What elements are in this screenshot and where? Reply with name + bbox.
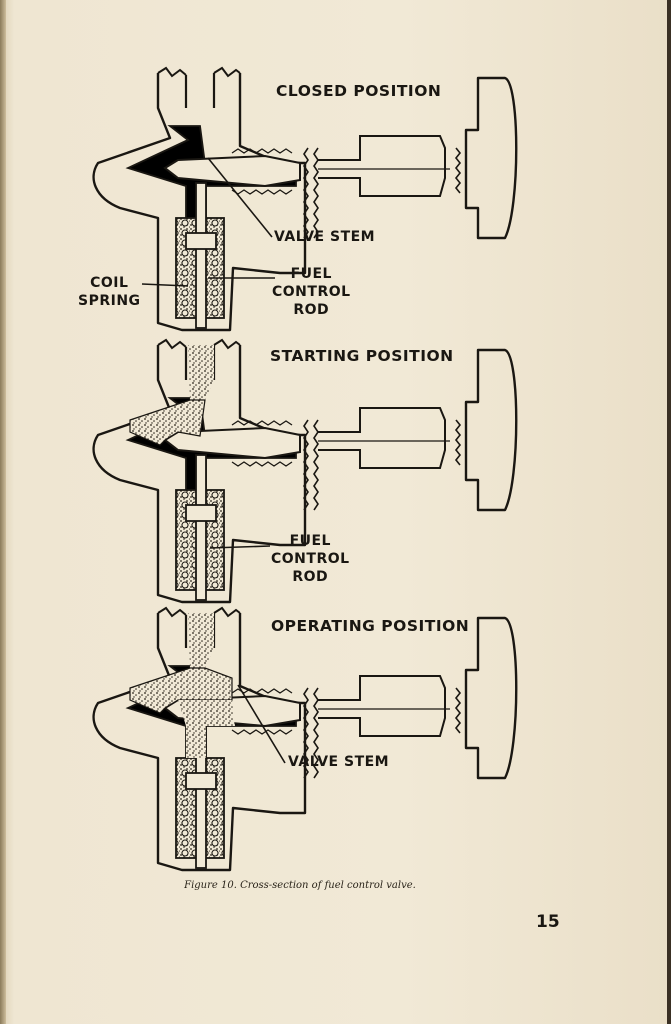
starting-position-title: STARTING POSITION [270,347,454,365]
coil-spring-label: COIL SPRING [78,275,141,309]
starting-position-diagram [92,338,518,604]
valve-stem-label-closed: VALVE STEM [274,229,376,245]
operating-position-diagram [92,606,518,872]
fuel-control-rod-label-starting: FUEL CONTROL ROD [271,533,350,585]
valve-stem-label-operating: VALVE STEM [288,754,390,770]
leader-lines [141,157,286,764]
closed-position-title: CLOSED POSITION [276,82,442,100]
page-number: 15 [536,912,560,932]
operating-position-title: OPERATING POSITION [271,617,470,635]
figure-caption: Figure 10. Cross-section of fuel control… [184,880,416,891]
fuel-control-rod-label-closed: FUEL CONTROL ROD [272,266,351,318]
